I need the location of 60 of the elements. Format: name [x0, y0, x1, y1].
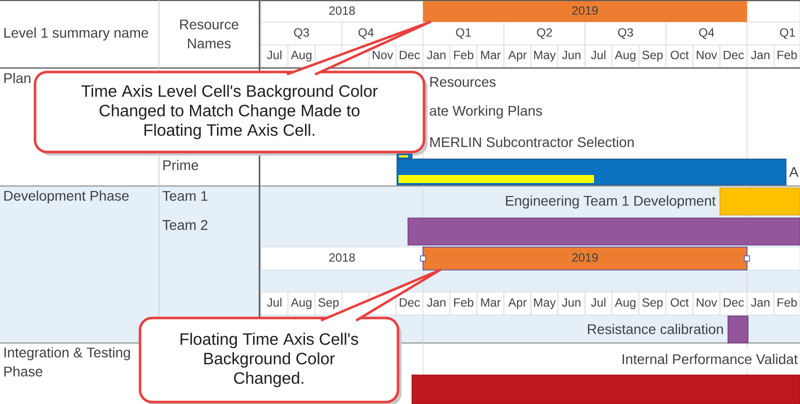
month-cell: Feb	[450, 292, 478, 316]
month-cell: Nov	[368, 44, 396, 68]
month-cell: Nov	[692, 292, 720, 316]
task-bar	[412, 374, 800, 404]
row-label: Development Phase	[4, 190, 129, 204]
month-cell: Feb	[774, 44, 800, 68]
month-cell: May	[530, 292, 558, 316]
month-cell: Sep	[638, 292, 666, 316]
month-cell: Aug	[612, 292, 640, 316]
month-cell: Dec	[720, 292, 748, 316]
month-cell: Jan	[746, 292, 774, 316]
column-header: Level 1 summary name	[4, 27, 148, 41]
callout-tail	[286, 20, 432, 76]
month-cell: Aug	[288, 44, 316, 68]
task-label: ate Working Plans	[430, 105, 542, 119]
year-cell: 2018	[260, 1, 424, 22]
month-cell: Mar	[476, 44, 504, 68]
month-cell: Oct	[666, 44, 694, 68]
year-cell: 2019	[422, 246, 748, 270]
month-cell: Nov	[692, 44, 720, 68]
task-label: MERLIN Subcontractor Selection	[430, 136, 634, 148]
year-cell: 2019	[423, 1, 747, 22]
month-cell: Dec	[720, 44, 748, 68]
month-cell: Feb	[774, 292, 800, 316]
task-label: Internal Performance Validat	[622, 354, 798, 364]
resource-label: Team 1	[162, 191, 208, 201]
month-cell: Apr	[504, 44, 532, 68]
task-bar	[728, 316, 748, 344]
month-cell: Jan	[422, 292, 450, 316]
task-label: A	[789, 167, 798, 177]
month-cell: Dec	[396, 292, 424, 316]
task-bar	[720, 188, 800, 216]
month-cell: Jan	[422, 44, 450, 68]
month-cell: Jun	[558, 292, 586, 316]
month-cell: Mar	[476, 292, 504, 316]
month-cell: Feb	[450, 44, 478, 68]
month-cell: Jun	[558, 44, 586, 68]
month-cell: Apr	[504, 292, 532, 316]
task-label: Engineering Team 1 Development	[506, 195, 716, 209]
callout-tail	[320, 268, 442, 322]
month-cell: Oct	[666, 292, 694, 316]
resource-label: Team 2	[162, 220, 208, 230]
month-cell: Jul	[260, 44, 288, 68]
month-cell: Jul	[260, 292, 288, 316]
task-bar	[396, 154, 412, 159]
month-cell: May	[530, 44, 558, 68]
month-cell: Jan	[746, 44, 774, 68]
month-cell: Jul	[584, 44, 612, 68]
year-cell: 2018	[260, 246, 424, 270]
column-header: Resource Names	[180, 20, 238, 48]
month-cell: Sep	[314, 292, 342, 316]
month-cell: Jul	[584, 292, 612, 316]
task-label: Resistance calibration	[588, 324, 723, 334]
row-label: Integration & Testing Phase	[4, 347, 130, 376]
month-cell: Aug	[288, 292, 316, 316]
callout: Floating Time Axis Cell's Background Color Changed.	[138, 316, 402, 404]
task-bar	[408, 218, 800, 246]
month-cell: Dec	[396, 44, 424, 68]
month-cell: Aug	[612, 44, 640, 68]
month-cell: Sep	[638, 44, 666, 68]
